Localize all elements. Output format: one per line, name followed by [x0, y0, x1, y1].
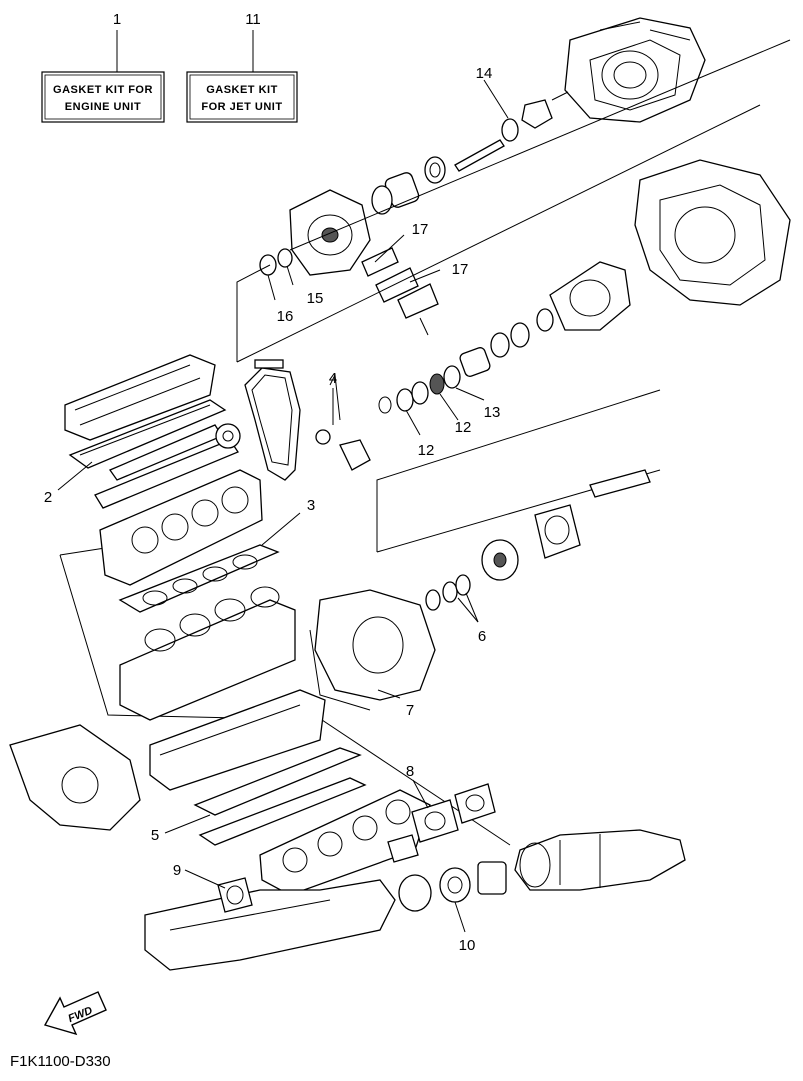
exhaust-pipe	[144, 861, 507, 971]
bearing-row-top	[371, 156, 446, 215]
kit-box-jet: 11 GASKET KIT FOR JET UNIT	[186, 11, 298, 123]
camshafts	[94, 423, 241, 509]
exhaust-hose	[514, 829, 686, 891]
gasket-2	[68, 399, 227, 469]
callout-3: 3	[307, 497, 315, 514]
cam-cover	[64, 354, 227, 469]
callout-12a: 12	[418, 442, 435, 459]
bearing-row-middle	[378, 308, 554, 414]
kit-jet-line2: FOR JET UNIT	[201, 101, 282, 113]
callout-2: 2	[44, 489, 52, 506]
side-cover	[9, 724, 141, 831]
kit-engine-line2: ENGINE UNIT	[65, 101, 141, 113]
seal-16	[259, 254, 277, 276]
callout-16: 16	[277, 308, 294, 325]
bearing-12a	[396, 388, 414, 412]
crankcase	[149, 689, 326, 791]
gaskets-17	[361, 247, 439, 336]
impeller-housing	[259, 189, 371, 276]
fwd-arrow: FWD	[43, 991, 107, 1036]
kit-jet-line1: GASKET KIT	[206, 84, 278, 96]
timing-chain	[244, 359, 371, 481]
gasket-10	[439, 867, 471, 903]
callout-17b: 17	[452, 261, 469, 278]
seal-12b	[429, 373, 445, 395]
head-gasket-3	[118, 544, 280, 613]
stator-cover	[309, 589, 436, 711]
jet-pump-housing	[564, 17, 706, 123]
kit-engine-line1: GASKET KIT FOR	[53, 84, 153, 96]
callout-14: 14	[476, 65, 493, 82]
jet-shaft-upper	[454, 91, 569, 172]
o-ring-14	[501, 118, 519, 142]
callout-4: 4	[329, 370, 337, 387]
seal-15	[277, 248, 293, 268]
bracket-lines	[59, 39, 791, 846]
reference-code: F1K1100-D330	[10, 1053, 111, 1070]
callout-17a: 17	[412, 221, 429, 238]
cylinder-block	[119, 586, 296, 721]
callout-12b: 12	[455, 419, 472, 436]
callout-1: 1	[113, 11, 121, 28]
callout-5: 5	[151, 827, 159, 844]
callout-13: 13	[484, 404, 501, 421]
gasket-9	[217, 877, 253, 913]
callout-9: 9	[173, 862, 181, 879]
kit-box-engine: 1 GASKET KIT FOR ENGINE UNIT	[41, 11, 165, 123]
callout-10: 10	[459, 937, 476, 954]
callouts: 14 17 17 15 16 4 12 12 13 2 3 6 7 8 5 9	[44, 65, 509, 954]
coupling-assembly	[425, 469, 651, 611]
gasket-5	[193, 747, 367, 846]
callout-15: 15	[307, 290, 324, 307]
callout-11: 11	[245, 11, 261, 28]
callout-6: 6	[478, 628, 486, 645]
callout-7: 7	[406, 702, 414, 719]
cylinder-head	[99, 469, 263, 586]
callout-8: 8	[406, 763, 414, 780]
jet-unit-body	[549, 159, 791, 331]
seal-13	[443, 365, 461, 389]
gaskets-8	[387, 783, 496, 863]
